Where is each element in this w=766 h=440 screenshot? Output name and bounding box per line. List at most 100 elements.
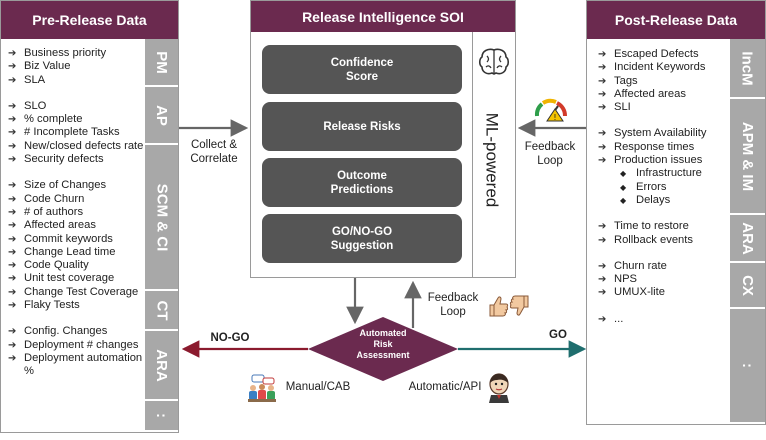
risk-assessment-diamond: [308, 317, 458, 381]
confidence-score-box: Confidence Score: [262, 45, 462, 94]
arrow-bullet-icon: ➔: [8, 273, 17, 285]
diamond-bullet-icon: ◆: [620, 169, 627, 179]
list-subitem: ◆Infrastructure: [620, 167, 702, 180]
list-item: ➔Response times: [598, 140, 695, 153]
category-tab: PM: [145, 39, 178, 87]
pre-release-title: Pre-Release Data: [1, 1, 178, 39]
list-item: ➔Deployment automation %: [8, 351, 143, 378]
arrow-bullet-icon: ➔: [598, 49, 607, 60]
list-item: ➔Config. Changes: [8, 325, 108, 338]
go-label: GO: [549, 329, 567, 341]
pre-release-list: ➔Business priority➔Biz Value➔SLA➔SLO➔% c…: [8, 47, 146, 379]
list-item: ➔Affected areas: [598, 87, 686, 100]
list-subitem: ◆Delays: [620, 193, 671, 206]
risk-assessment-label: Automated Risk Assessment: [356, 328, 410, 360]
list-item: ➔Business priority: [8, 47, 107, 59]
feedback-loop-right-label: Feedback Loop: [524, 141, 576, 167]
nogo-label: NO-GO: [210, 332, 250, 344]
arrow-bullet-icon: ➔: [8, 100, 17, 112]
arrow-bullet-icon: ➔: [8, 286, 17, 298]
arrow-bullet-icon: ➔: [8, 127, 17, 139]
category-tab: IncM: [730, 39, 765, 99]
diamond-bullet-icon: ◆: [620, 195, 627, 205]
list-item: ➔NPS: [598, 273, 638, 286]
list-item: ➔Churn rate: [598, 259, 667, 272]
arrow-bullet-icon: ➔: [8, 140, 17, 152]
list-item: ➔Escaped Defects: [598, 48, 699, 60]
list-item: ➔Commit keywords: [8, 232, 113, 245]
arrow-bullet-icon: ➔: [598, 102, 607, 114]
arrow-bullet-icon: ➔: [598, 274, 607, 286]
category-tab: :: [730, 309, 765, 424]
outcome-predictions-box: Outcome Predictions: [262, 158, 462, 207]
arrow-bullet-icon: ➔: [8, 220, 17, 232]
list-item: ➔Rollback events: [598, 233, 693, 246]
diamond-bullet-icon: ◆: [620, 182, 627, 192]
list-item: ➔% complete: [8, 113, 83, 126]
post-release-title: Post-Release Data: [587, 1, 765, 39]
jenkins-butler-icon: [489, 373, 509, 403]
svg-text:!: !: [553, 113, 556, 122]
arrow-bullet-icon: ➔: [8, 206, 17, 218]
arrow-bullet-icon: ➔: [8, 246, 17, 258]
list-item: ➔Incident Keywords: [598, 61, 706, 74]
feedback-loop-bottom-label: Feedback Loop: [427, 292, 479, 318]
collect-correlate-label: Collect & Correlate: [190, 139, 238, 165]
arrow-bullet-icon: ➔: [8, 352, 17, 364]
list-item: ➔...: [598, 312, 624, 325]
arrow-bullet-icon: ➔: [598, 155, 607, 167]
arrow-bullet-icon: ➔: [598, 260, 607, 272]
list-item: ➔Change Lead time: [8, 245, 116, 258]
arrow-bullet-icon: ➔: [8, 339, 17, 351]
arrow-bullet-icon: ➔: [8, 48, 17, 59]
arrow-bullet-icon: ➔: [8, 114, 17, 126]
list-item: ➔SLO: [8, 99, 47, 112]
arrow-bullet-icon: ➔: [8, 74, 17, 86]
list-item: ➔Production issues: [598, 154, 703, 167]
list-item: ➔Tags: [598, 74, 638, 87]
arrow-bullet-icon: ➔: [8, 326, 17, 338]
arrow-bullet-icon: ➔: [598, 62, 607, 74]
arrow-bullet-icon: ➔: [8, 260, 17, 272]
list-item: ➔SLI: [598, 101, 631, 114]
list-subitem: ◆Errors: [620, 180, 667, 193]
list-item: ➔Flaky Tests: [8, 299, 80, 312]
list-item: ➔# Incomplete Tasks: [8, 126, 120, 139]
list-item: ➔SLA: [8, 73, 46, 86]
manual-cab-label: Manual/CAB: [285, 381, 351, 393]
arrow-bullet-icon: ➔: [598, 141, 607, 153]
arrow-bullet-icon: ➔: [8, 193, 17, 205]
arrow-bullet-icon: ➔: [598, 287, 607, 299]
arrow-bullet-icon: ➔: [8, 233, 17, 245]
arrow-bullet-icon: ➔: [598, 88, 607, 100]
list-item: ➔Time to restore: [598, 220, 689, 233]
automatic-api-label: Automatic/API: [408, 381, 482, 393]
arrow-bullet-icon: ➔: [8, 154, 17, 166]
list-item: ➔Size of Changes: [8, 179, 107, 192]
thumbs-up-down-icon: [489, 295, 529, 317]
list-item: ➔Deployment # changes: [8, 338, 139, 351]
brain-icon: [478, 48, 510, 75]
arrow-bullet-icon: ➔: [598, 128, 607, 140]
list-item: ➔Code Quality: [8, 259, 89, 272]
list-item: ➔System Availability: [598, 127, 707, 140]
category-tab: ARA: [145, 331, 178, 401]
list-item: ➔Change Test Coverage: [8, 285, 139, 298]
list-item: ➔# of authors: [8, 205, 84, 218]
category-tab: APM & IM: [730, 99, 765, 215]
arrow-bullet-icon: ➔: [8, 61, 17, 73]
category-tab: SCM & CI: [145, 145, 178, 291]
arrow-bullet-icon: ➔: [598, 75, 607, 87]
category-tab: CT: [145, 291, 178, 331]
arrow-bullet-icon: ➔: [598, 221, 607, 233]
release-intelligence-title: Release Intelligence SOI: [251, 1, 515, 32]
arrow-bullet-icon: ➔: [598, 313, 607, 325]
category-tab: :: [145, 401, 178, 432]
ml-divider: [472, 32, 473, 277]
release-risks-box: Release Risks: [262, 102, 462, 151]
list-item: ➔Unit test coverage: [8, 272, 115, 285]
gauge-warning-icon: !: [534, 98, 567, 122]
